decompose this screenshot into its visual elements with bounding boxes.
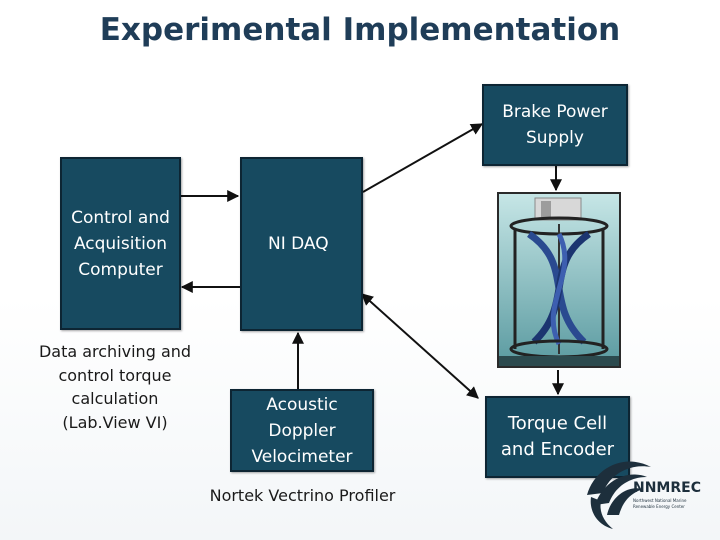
logo-text: NNMREC: [633, 480, 701, 496]
brake-power-supply-box: Brake Power Supply: [482, 84, 628, 166]
arrow-torque-to-daq: [361, 293, 479, 399]
adv-label: Acoustic Doppler Velocimeter: [251, 394, 353, 467]
svg-text:Northwest National Marine: Northwest National Marine: [633, 498, 687, 503]
torque-cell-label: Torque Cell and Encoder: [500, 413, 615, 460]
turbine-photo: [497, 192, 621, 368]
control-computer-label: Control and Acquisition Computer: [71, 207, 170, 280]
torque-cell-box: Torque Cell and Encoder: [485, 396, 630, 478]
adv-caption: Nortek Vectrino Profiler: [209, 486, 396, 505]
nnmrec-logo: NNMREC Northwest National Marine Renewab…: [585, 445, 720, 530]
ni-daq-label: NI DAQ: [268, 234, 329, 254]
slide-title: Experimental Implementation: [99, 12, 621, 48]
computer-caption: Data archiving and control torque calcul…: [38, 342, 192, 432]
adv-box: Acoustic Doppler Velocimeter: [230, 389, 374, 472]
arrow-daq-to-brake: [362, 123, 484, 193]
control-computer-box: Control and Acquisition Computer: [60, 157, 181, 330]
svg-text:Renewable Energy Center: Renewable Energy Center: [633, 504, 685, 509]
ni-daq-box: NI DAQ: [240, 157, 363, 331]
brake-power-supply-label: Brake Power Supply: [502, 102, 608, 148]
